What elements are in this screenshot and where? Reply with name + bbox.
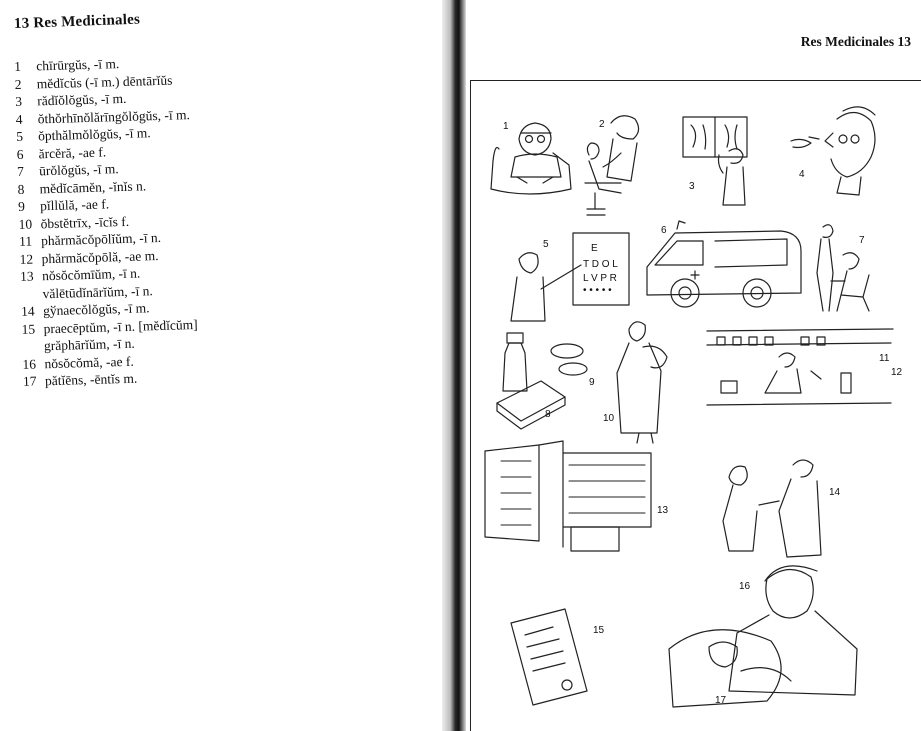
label-15: 15 (593, 625, 605, 636)
label-6: 6 (661, 225, 667, 236)
svg-text:E: E (591, 243, 598, 254)
label-1: 1 (503, 121, 509, 132)
right-page-title: Res Medicinales 13 (800, 34, 911, 49)
prescription-illustration (510, 608, 588, 706)
right-page: Res Medicinales 13 (466, 0, 921, 731)
label-7: 7 (859, 235, 865, 246)
label-3: 3 (689, 181, 695, 192)
label-13: 13 (657, 505, 669, 516)
medicine-illustration (496, 332, 588, 430)
radiologist-illustration (682, 116, 748, 206)
label-11: 11 (879, 353, 890, 364)
svg-text:T D O L: T D O L (583, 259, 618, 270)
urologist-illustration (816, 224, 870, 312)
illustration-frame: 1 2 3 4 E T D O L L V P R • • • • • (470, 80, 921, 731)
gynaecologist-illustration (722, 459, 822, 558)
left-page-title: 13 Res Medicinales (13, 11, 141, 32)
label-16: 16 (739, 581, 751, 592)
label-9: 9 (589, 377, 595, 388)
label-4: 4 (799, 169, 805, 180)
ambulance-illustration (646, 220, 802, 308)
midwife-illustration (616, 321, 668, 444)
book-spine (442, 0, 466, 731)
svg-text:L V P R: L V P R (583, 273, 617, 284)
label-17: 17 (715, 695, 727, 706)
illustrations: 1 2 3 4 E T D O L L V P R • • • • • (484, 106, 903, 708)
pharmacy-illustration (706, 328, 894, 406)
label-10: 10 (603, 413, 615, 424)
nurse-patient-illustration (668, 565, 858, 708)
label-8: 8 (545, 409, 551, 420)
svg-text:• • • • •: • • • • • (583, 285, 612, 296)
dentist-illustration (584, 115, 640, 216)
label-5: 5 (543, 239, 549, 250)
ophthalmologist-illustration: E T D O L L V P R • • • • • (510, 232, 630, 322)
ent-specialist-illustration (790, 106, 876, 196)
hospital-illustration (484, 440, 652, 552)
label-12: 12 (891, 367, 903, 378)
label-2: 2 (599, 119, 605, 130)
label-14: 14 (829, 487, 841, 498)
surgeon-illustration (490, 122, 572, 195)
